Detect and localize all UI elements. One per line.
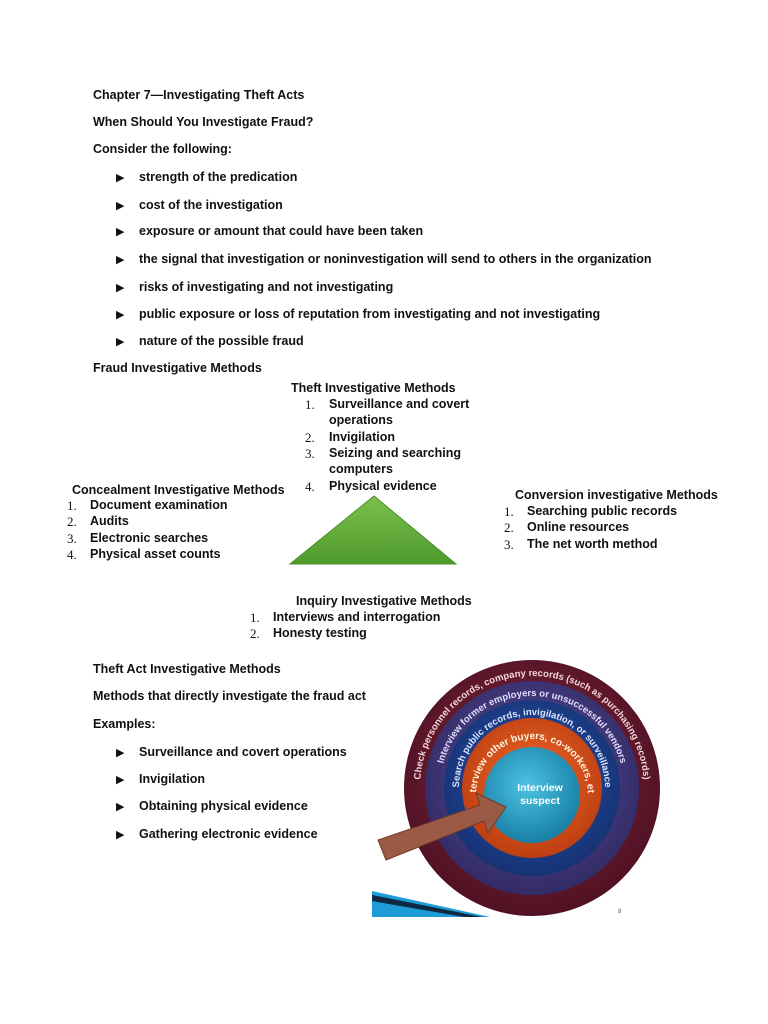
theft-method-item: Physical evidence: [329, 479, 437, 493]
conversion-methods-title: Conversion investigative Methods: [515, 488, 718, 502]
chapter-title: Chapter 7—Investigating Theft Acts: [93, 88, 305, 102]
theft-method-item: computers: [329, 462, 393, 476]
bullet-icon: ▶: [116, 282, 125, 294]
bullet-icon: ▶: [116, 747, 125, 759]
bullet-icon: ▶: [116, 200, 125, 212]
slide-accent-blue: [372, 891, 490, 917]
inquiry-method-item: Interviews and interrogation: [273, 610, 441, 624]
theft-act-title: Theft Act Investigative Methods: [93, 662, 281, 676]
theft-method-item: Seizing and searching: [329, 446, 461, 460]
bullet-icon: ▶: [116, 774, 125, 786]
list-number: 1.: [305, 397, 315, 412]
examples-label: Examples:: [93, 717, 156, 731]
intro-text: Consider the following:: [93, 142, 232, 156]
list-number: 2.: [67, 514, 77, 529]
slide-number: 8: [618, 909, 622, 915]
ring-center: [484, 747, 580, 843]
bullet-icon: ▶: [116, 254, 125, 266]
conversion-method-item: Searching public records: [527, 504, 678, 518]
concentric-rings-diagram: Check personnel records, company records…: [372, 655, 660, 917]
concealment-method-item: Physical asset counts: [90, 547, 221, 561]
list-number: 4.: [67, 547, 77, 562]
center-label-line1: Interview: [517, 782, 563, 794]
concealment-method-item: Document examination: [90, 498, 228, 512]
consideration-item: risks of investigating and not investiga…: [139, 280, 394, 294]
consideration-item: cost of the investigation: [139, 198, 283, 212]
bullet-icon: ▶: [116, 309, 125, 321]
methods-triangle: [288, 495, 458, 565]
bullet-icon: ▶: [116, 336, 125, 348]
list-number: 1.: [250, 610, 260, 625]
conversion-method-item: The net worth method: [527, 537, 658, 551]
list-number: 1.: [67, 498, 77, 513]
consideration-item: strength of the predication: [139, 170, 298, 184]
list-number: 1.: [504, 504, 514, 519]
list-number: 4.: [305, 479, 315, 494]
consideration-item: exposure or amount that could have been …: [139, 224, 424, 238]
slide-accent-dark: [372, 895, 482, 917]
list-number: 2.: [305, 430, 315, 445]
concealment-methods-title: Concealment Investigative Methods: [72, 483, 285, 497]
list-number: 3.: [67, 531, 77, 546]
section-question: When Should You Investigate Fraud?: [93, 115, 314, 129]
concealment-method-item: Electronic searches: [90, 531, 209, 545]
bullet-icon: ▶: [116, 226, 125, 238]
bullet-icon: ▶: [116, 829, 125, 841]
bullet-icon: ▶: [116, 801, 125, 813]
example-item: Surveillance and covert operations: [139, 745, 347, 759]
consideration-item: the signal that investigation or noninve…: [139, 252, 652, 266]
conversion-method-item: Online resources: [527, 520, 630, 534]
example-item: Obtaining physical evidence: [139, 799, 308, 813]
concealment-method-item: Audits: [90, 514, 129, 528]
theft-method-item: Surveillance and covert: [329, 397, 470, 411]
list-number: 2.: [250, 626, 260, 641]
bullet-icon: ▶: [116, 172, 125, 184]
inquiry-method-item: Honesty testing: [273, 626, 367, 640]
list-number: 3.: [305, 446, 315, 461]
example-item: Gathering electronic evidence: [139, 827, 318, 841]
theft-method-item: operations: [329, 413, 393, 427]
theft-act-description: Methods that directly investigate the fr…: [93, 689, 366, 703]
example-item: Invigilation: [139, 772, 205, 786]
consideration-item: public exposure or loss of reputation fr…: [139, 307, 601, 321]
center-label-line2: suspect: [520, 795, 560, 807]
consideration-item: nature of the possible fraud: [139, 334, 304, 348]
arrow-icon: [377, 792, 507, 861]
methods-heading: Fraud Investigative Methods: [93, 361, 262, 375]
theft-methods-title: Theft Investigative Methods: [291, 381, 456, 395]
inquiry-methods-title: Inquiry Investigative Methods: [296, 594, 472, 608]
list-number: 2.: [504, 520, 514, 535]
theft-method-item: Invigilation: [329, 430, 395, 444]
list-number: 3.: [504, 537, 514, 552]
